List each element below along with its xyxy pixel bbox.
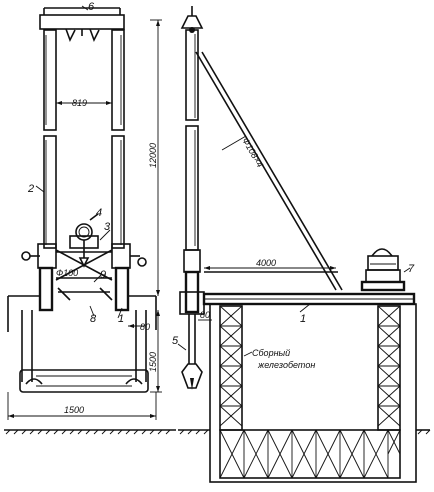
concrete-box: Сборный железобетон	[209, 303, 417, 483]
left-column	[43, 29, 57, 249]
mast	[179, 29, 205, 390]
concrete-note-line2: железобетон	[257, 360, 315, 370]
dim-width-top: 819	[56, 98, 112, 108]
pipe-diameter: Ф100	[56, 268, 78, 278]
lower-frame	[7, 295, 157, 393]
clamp-assembly	[21, 213, 147, 312]
mast-cap	[180, 6, 204, 33]
right-view: Ф108×4 4000 7 1 80	[172, 6, 431, 483]
left-view: 8 1 9	[4, 1, 176, 435]
right-column	[111, 29, 125, 249]
dim-offset-small: 80	[128, 322, 150, 332]
label-7: 7	[408, 263, 415, 275]
dim-4000: 4000	[256, 258, 276, 268]
dim-80-left: 80	[140, 322, 150, 332]
ground-right	[178, 429, 431, 435]
dim-height-total: 12000	[148, 19, 162, 296]
diagonal-brace: Ф108×4	[195, 51, 343, 291]
motor-unit: 7	[360, 248, 415, 292]
top-head	[39, 7, 125, 43]
label-3: 3	[104, 221, 111, 233]
dim-12000: 12000	[148, 143, 158, 168]
label-8: 8	[90, 313, 97, 325]
label-6: 6	[88, 1, 95, 13]
concrete-note-line1: Сборный	[252, 348, 290, 358]
label-9: 9	[100, 269, 106, 281]
label-5: 5	[172, 335, 179, 347]
dim-80-right: 80	[200, 310, 210, 320]
dim-1500-bottom: 1500	[64, 405, 84, 415]
label-1a: 1	[118, 313, 124, 325]
dim-brace-span: 4000	[204, 258, 338, 273]
label-4: 4	[96, 207, 102, 219]
label-2: 2	[27, 183, 34, 195]
dim-width-bottom: 1500	[7, 392, 157, 420]
dim-1500-lower: 1500	[148, 352, 158, 372]
dim-height-lower: 1500	[148, 310, 162, 393]
label-1b: 1	[300, 313, 306, 325]
ground-left	[4, 429, 176, 435]
dim-819: 819	[72, 98, 87, 108]
